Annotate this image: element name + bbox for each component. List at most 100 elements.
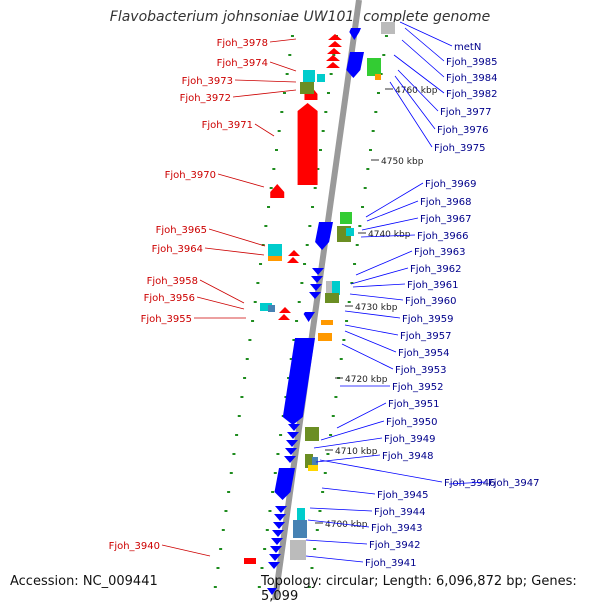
- leader-line: [393, 54, 445, 94]
- forward-gene: [297, 103, 318, 185]
- leader-line: [234, 79, 297, 83]
- leader-line: [269, 61, 297, 72]
- scale-label: 4760 kbp: [395, 86, 438, 96]
- forward-gene-arrow: [328, 34, 342, 40]
- reverse-gene-arrow: [269, 554, 281, 561]
- leader-line: [349, 293, 404, 301]
- leader-line: [313, 437, 383, 449]
- reverse-gene-label: Fjoh_3957: [400, 331, 451, 342]
- leader-line: [341, 343, 394, 370]
- reverse-gene-label: Fjoh_3960: [405, 296, 456, 307]
- forward-gene-label: Fjoh_3970: [165, 170, 216, 181]
- leader-line: [269, 38, 297, 43]
- reverse-gene-label: Fjoh_3945: [377, 490, 428, 501]
- forward-gene-label: Fjoh_3974: [217, 58, 268, 69]
- reverse-gene-arrow: [312, 268, 324, 275]
- forward-gene-label: Fjoh_3965: [156, 225, 207, 236]
- reverse-gene-arrow: [272, 530, 284, 537]
- leader-line: [208, 228, 266, 247]
- cog-box: [325, 293, 339, 303]
- reverse-gene-label: Fjoh_3962: [410, 264, 461, 275]
- forward-gene-label: Fjoh_3956: [144, 293, 195, 304]
- cog-box: [318, 333, 332, 341]
- reverse-gene: [346, 52, 364, 78]
- cog-box: [308, 465, 318, 471]
- cog-box: [375, 74, 381, 80]
- leader-line: [352, 283, 406, 288]
- cog-box: [305, 427, 319, 441]
- leader-line: [355, 250, 413, 276]
- reverse-gene-label: Fjoh_3953: [395, 365, 446, 376]
- cog-box: [293, 520, 307, 538]
- reverse-gene-label: Fjoh_3977: [440, 107, 491, 118]
- leader-line: [361, 217, 419, 231]
- accession-label: Accession: NC_009441: [10, 574, 158, 589]
- leader-line: [217, 173, 265, 188]
- cog-box: [297, 508, 305, 520]
- forward-gene-arrow: [279, 307, 291, 313]
- cog-box: [290, 540, 306, 560]
- scale-label: 4720 kbp: [345, 375, 388, 385]
- leader-line: [360, 234, 416, 238]
- reverse-gene: [349, 28, 361, 40]
- forward-gene-arrow: [288, 250, 300, 256]
- cog-box: [268, 244, 282, 256]
- reverse-gene-label: Fjoh_3968: [420, 197, 471, 208]
- reverse-gene-arrow: [311, 276, 323, 283]
- reverse-gene-label: Fjoh_3959: [402, 314, 453, 325]
- cog-box: [321, 320, 333, 325]
- cog-box: [332, 281, 340, 295]
- leader-line: [350, 267, 409, 285]
- reverse-gene: [303, 312, 315, 322]
- reverse-gene-label: Fjoh_3947: [488, 478, 539, 489]
- cog-box: [303, 70, 315, 82]
- forward-gene-label: Fjoh_3940: [109, 541, 160, 552]
- cog-box: [312, 457, 318, 467]
- scale-label: 4750 kbp: [381, 157, 424, 167]
- reverse-gene-label: metN: [454, 42, 481, 53]
- forward-gene-arrow: [326, 55, 340, 61]
- leader-line: [320, 420, 385, 441]
- leader-line: [399, 21, 453, 47]
- forward-gene-label: Fjoh_3978: [217, 38, 268, 49]
- reverse-gene-arrow: [270, 546, 282, 553]
- forward-gene: [270, 184, 285, 198]
- leader-line: [232, 89, 297, 98]
- cog-box: [305, 454, 313, 468]
- reverse-gene-label: Fjoh_3954: [398, 348, 449, 359]
- cog-box: [317, 74, 325, 82]
- reverse-gene-label: Fjoh_3952: [392, 382, 443, 393]
- leader-line: [196, 296, 245, 310]
- reverse-gene-label: Fjoh_3984: [446, 73, 497, 84]
- leader-line: [336, 402, 387, 429]
- cog-box: [268, 256, 282, 261]
- reverse-gene-label: Fjoh_3985: [446, 57, 497, 68]
- genome-title: Flavobacterium johnsoniae UW101, complet…: [109, 9, 491, 25]
- reverse-gene-arrow: [286, 440, 298, 447]
- forward-gene-arrow: [327, 48, 341, 54]
- leader-line: [389, 81, 433, 148]
- leader-line: [401, 39, 445, 78]
- reverse-gene-arrow: [275, 506, 287, 513]
- reverse-gene-label: Fjoh_3982: [446, 89, 497, 100]
- scale-label: 4740 kbp: [368, 230, 411, 240]
- cog-box: [381, 22, 395, 34]
- leader-line: [305, 539, 368, 545]
- leader-line: [448, 481, 487, 485]
- reverse-gene-label: Fjoh_3969: [425, 179, 476, 190]
- leader-line: [307, 519, 370, 528]
- reverse-gene-label: Fjoh_3975: [434, 143, 485, 154]
- forward-gene-label: Fjoh_3973: [182, 76, 233, 87]
- leader-line: [199, 279, 245, 304]
- leader-line: [204, 247, 265, 256]
- cog-box: [260, 303, 272, 311]
- reverse-gene-arrow: [274, 514, 286, 521]
- leader-line: [397, 69, 439, 112]
- forward-gene-label: Fjoh_3955: [141, 314, 192, 325]
- forward-gene-label: Fjoh_3958: [147, 276, 198, 287]
- reverse-gene-label: Fjoh_3949: [384, 434, 435, 445]
- leader-line: [254, 123, 275, 137]
- reverse-gene-label: Fjoh_3951: [388, 399, 439, 410]
- forward-gene-label: Fjoh_3971: [202, 120, 253, 131]
- reverse-gene-label: Fjoh_3946: [444, 478, 495, 489]
